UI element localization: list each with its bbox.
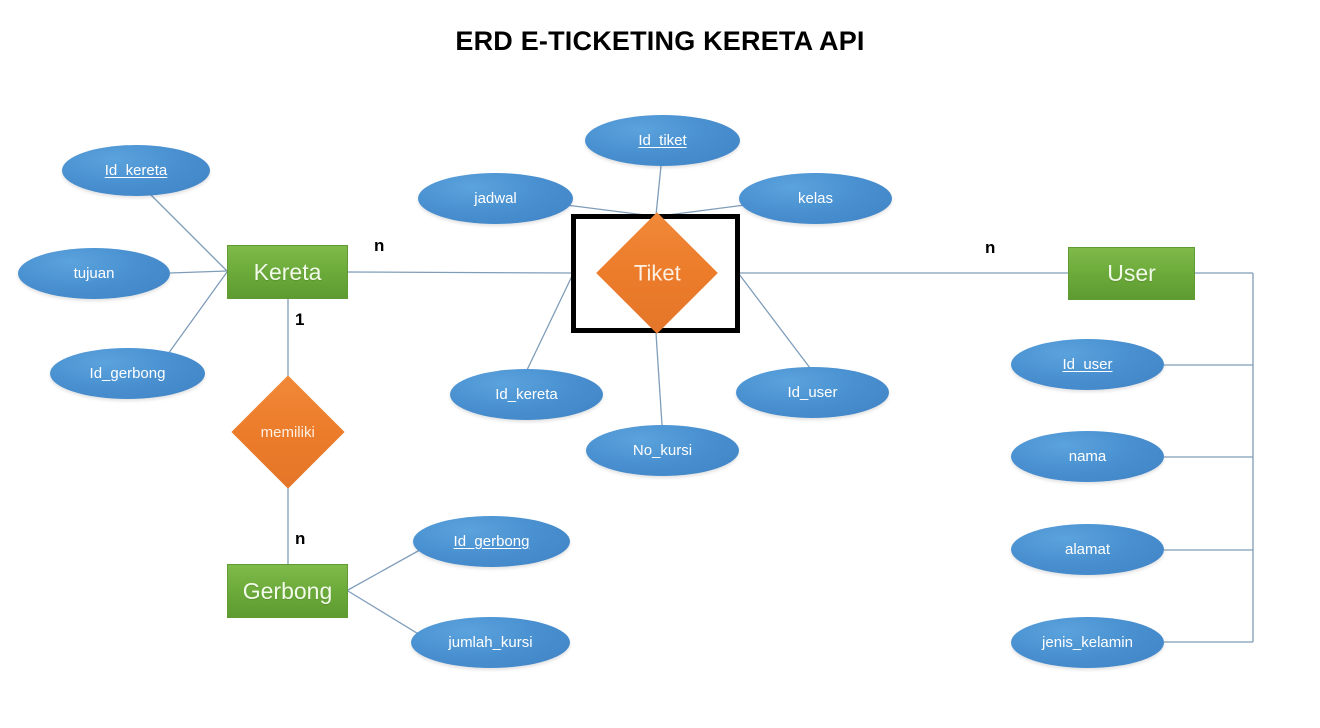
attribute-user-alamat[interactable]: alamat: [1011, 524, 1164, 575]
attribute-label: kelas: [797, 190, 834, 207]
attribute-tiket-kelas[interactable]: kelas: [739, 173, 892, 224]
attribute-label: alamat: [1064, 541, 1111, 558]
attribute-label: Id_gerbong: [453, 533, 530, 550]
page-title: ERD E-TICKETING KERETA API: [455, 26, 865, 56]
edge-tiket-nokursi: [655, 332, 663, 426]
attribute-label: Id_kereta: [104, 162, 168, 179]
edge-kereta-tiket: [347, 271, 572, 274]
attribute-label: nama: [1068, 448, 1107, 465]
attribute-label: jumlah_kursi: [448, 634, 533, 651]
attribute-label: No_kursi: [632, 442, 693, 459]
attribute-gerbong-jumlah-kursi[interactable]: jumlah_kursi: [411, 617, 570, 668]
attribute-tiket-jadwal[interactable]: jadwal: [418, 173, 573, 224]
attribute-label: Id_gerbong: [89, 365, 166, 382]
attribute-user-nama[interactable]: nama: [1011, 431, 1164, 482]
entity-user[interactable]: User: [1068, 247, 1195, 300]
edge-gerbong-idgerbong: [347, 545, 428, 591]
attribute-tiket-id-tiket[interactable]: Id_tiket: [585, 115, 740, 166]
attribute-user-jenis-kelamin[interactable]: jenis_kelamin: [1011, 617, 1164, 668]
edge-tiket-iduser: [738, 273, 811, 369]
cardinality-tiket-user: n: [985, 238, 996, 257]
attribute-label: Id_user: [1062, 356, 1113, 373]
edge-idgerbong-kereta: [167, 271, 228, 355]
edge-idkereta-kereta: [149, 193, 228, 272]
attribute-label: tujuan: [73, 265, 115, 282]
edge-tiket-idkereta: [526, 273, 574, 371]
edge-idtiket-tiket: [655, 165, 662, 216]
attribute-tiket-id-kereta[interactable]: Id_kereta: [450, 369, 603, 420]
entity-kereta-label: Kereta: [253, 258, 322, 285]
cardinality-kereta-memiliki: 1: [295, 310, 305, 329]
edge-gerbong-jumlahkursi: [347, 590, 426, 639]
cardinality-memiliki-gerbong: n: [295, 529, 306, 548]
entity-gerbong-label: Gerbong: [242, 577, 333, 604]
attribute-label: jadwal: [474, 190, 517, 207]
attribute-label: Id_kereta: [495, 386, 558, 403]
attribute-tiket-no-kursi[interactable]: No_kursi: [586, 425, 739, 476]
entity-kereta[interactable]: Kereta: [227, 245, 348, 299]
edge-tujuan-kereta: [169, 270, 228, 274]
relationship-memiliki-label: memiliki: [260, 423, 316, 441]
attribute-tiket-id-user[interactable]: Id_user: [736, 367, 889, 418]
attribute-label: Id_tiket: [638, 132, 687, 149]
attribute-kereta-id-kereta[interactable]: Id_kereta: [62, 145, 210, 196]
relationship-memiliki[interactable]: memiliki: [231, 375, 345, 489]
entity-user-label: User: [1107, 260, 1156, 286]
attribute-user-id-user[interactable]: Id_user: [1011, 339, 1164, 390]
entity-gerbong[interactable]: Gerbong: [227, 564, 348, 618]
relationship-tiket-label: Tiket: [633, 259, 681, 285]
cardinality-kereta-tiket: n: [374, 236, 385, 255]
attribute-label: Id_user: [787, 384, 838, 401]
attribute-label: jenis_kelamin: [1042, 634, 1133, 651]
attribute-kereta-tujuan[interactable]: tujuan: [18, 248, 170, 299]
attribute-kereta-id-gerbong[interactable]: Id_gerbong: [50, 348, 205, 399]
attribute-gerbong-id-gerbong[interactable]: Id_gerbong: [413, 516, 570, 567]
